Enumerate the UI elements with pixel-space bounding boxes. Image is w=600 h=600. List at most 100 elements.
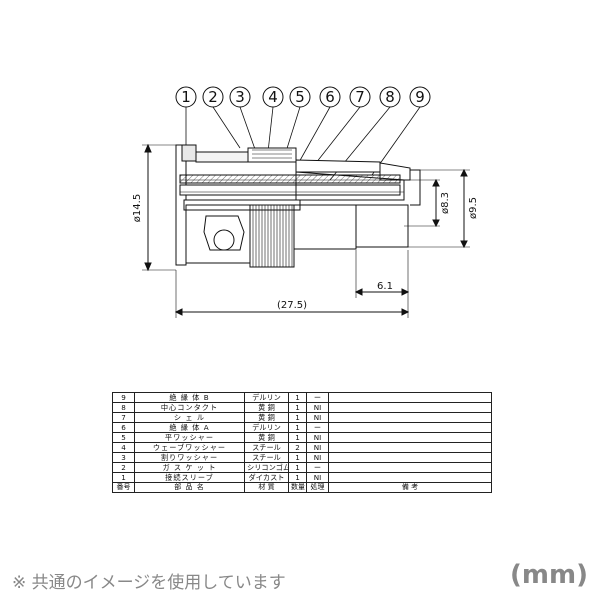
cell-finish: NI bbox=[306, 472, 329, 483]
cell-no: 6 bbox=[112, 422, 135, 433]
cell-finish: NI bbox=[306, 432, 329, 443]
cell-note bbox=[328, 462, 492, 473]
cell-qty: 数量 bbox=[288, 482, 307, 493]
footer-note: ※ 共通のイメージを使用しています bbox=[12, 573, 286, 593]
connector-section bbox=[175, 144, 421, 266]
cell-note: 備 考 bbox=[328, 482, 492, 493]
cell-qty: 1 bbox=[288, 402, 307, 413]
cell-no: 1 bbox=[112, 472, 135, 483]
balloon-3: 3 bbox=[229, 86, 251, 108]
balloon-9: 9 bbox=[409, 86, 431, 108]
cell-note bbox=[328, 402, 492, 413]
cell-material: ダイカスト bbox=[244, 472, 289, 483]
balloon-6-label: 6 bbox=[325, 88, 335, 106]
balloon-8-label: 8 bbox=[385, 88, 395, 106]
dimension-outer-diameter: ø14.5 bbox=[132, 143, 176, 272]
table-header-row: 番号部 品 名材 質数量処理備 考 bbox=[112, 482, 492, 493]
overall-length-label: (27.5) bbox=[277, 300, 307, 311]
balloon-1-label: 1 bbox=[181, 88, 191, 106]
cell-finish: NI bbox=[306, 452, 329, 463]
cell-finish: NI bbox=[306, 402, 329, 413]
cell-name: 接続スリーブ bbox=[134, 472, 245, 483]
cell-material: 黄 銅 bbox=[244, 402, 289, 413]
balloon-9-label: 9 bbox=[415, 88, 425, 106]
cell-name: ガ ス ケ ッ ト bbox=[134, 462, 245, 473]
balloon-5-label: 5 bbox=[295, 88, 305, 106]
unit-label: (mm) bbox=[510, 560, 588, 590]
connector-drawing: 1 2 3 4 5 6 7 8 9 bbox=[132, 86, 479, 318]
balloon-6: 6 bbox=[319, 86, 341, 108]
cell-note bbox=[328, 422, 492, 433]
cell-qty: 1 bbox=[288, 472, 307, 483]
cell-no: 7 bbox=[112, 412, 135, 423]
cell-note bbox=[328, 472, 492, 483]
cell-note bbox=[328, 432, 492, 443]
cell-name: 絶 縁 体 B bbox=[134, 392, 245, 403]
cell-qty: 1 bbox=[288, 392, 307, 403]
cell-no: 8 bbox=[112, 402, 135, 413]
cell-qty: 1 bbox=[288, 422, 307, 433]
cell-no: 3 bbox=[112, 452, 135, 463]
balloon-1: 1 bbox=[175, 86, 197, 108]
cell-no: 2 bbox=[112, 462, 135, 473]
cell-finish: ー bbox=[306, 462, 329, 473]
cell-name: 割りワッシャー bbox=[134, 452, 245, 463]
cell-material: 黄 銅 bbox=[244, 412, 289, 423]
cell-name: 平ワッシャー bbox=[134, 432, 245, 443]
cell-name: ウェーブワッシャー bbox=[134, 442, 245, 453]
balloon-8: 8 bbox=[379, 86, 401, 108]
cell-qty: 1 bbox=[288, 412, 307, 423]
cell-name: 中心コンタクト bbox=[134, 402, 245, 413]
outer-diameter-label: ø14.5 bbox=[132, 194, 143, 222]
cell-qty: 1 bbox=[288, 452, 307, 463]
balloon-3-label: 3 bbox=[235, 88, 245, 106]
balloon-2-label: 2 bbox=[208, 88, 218, 106]
cell-no: 番号 bbox=[112, 482, 135, 493]
cell-no: 4 bbox=[112, 442, 135, 453]
cell-finish: 処理 bbox=[306, 482, 329, 493]
cell-qty: 1 bbox=[288, 432, 307, 443]
cell-finish: NI bbox=[306, 412, 329, 423]
cell-material: スチール bbox=[244, 442, 289, 453]
cell-material: 黄 銅 bbox=[244, 432, 289, 443]
inner-diameter-1-label: ø8.3 bbox=[440, 192, 451, 214]
cell-note bbox=[328, 452, 492, 463]
cell-note bbox=[328, 392, 492, 403]
cell-material: デルリン bbox=[244, 422, 289, 433]
cell-material: デルリン bbox=[244, 392, 289, 403]
inner-diameter-2-label: ø9.5 bbox=[468, 197, 479, 219]
cell-finish: ー bbox=[306, 392, 329, 403]
balloon-5: 5 bbox=[289, 86, 311, 108]
cell-material: 材 質 bbox=[244, 482, 289, 493]
dimension-sleeve-length: 6.1 bbox=[354, 250, 410, 318]
dimension-inner-diameters: ø8.3 ø9.5 bbox=[404, 168, 479, 249]
connector-exterior bbox=[185, 204, 409, 268]
cell-qty: 2 bbox=[288, 442, 307, 453]
balloon-4-label: 4 bbox=[268, 88, 278, 106]
cell-note bbox=[328, 412, 492, 423]
balloon-2: 2 bbox=[202, 86, 224, 108]
balloon-4: 4 bbox=[262, 86, 284, 108]
cell-material: シリコンゴム bbox=[244, 462, 289, 473]
balloon-7-label: 7 bbox=[355, 88, 365, 106]
cell-finish: ー bbox=[306, 422, 329, 433]
cell-name: 絶 縁 体 A bbox=[134, 422, 245, 433]
cell-material: スチール bbox=[244, 452, 289, 463]
cell-name: 部 品 名 bbox=[134, 482, 245, 493]
cell-no: 5 bbox=[112, 432, 135, 443]
dimension-overall-length: (27.5) bbox=[174, 270, 410, 318]
cell-finish: NI bbox=[306, 442, 329, 453]
cell-qty: 1 bbox=[288, 462, 307, 473]
balloon-7: 7 bbox=[349, 86, 371, 108]
cell-name: シ ェ ル bbox=[134, 412, 245, 423]
